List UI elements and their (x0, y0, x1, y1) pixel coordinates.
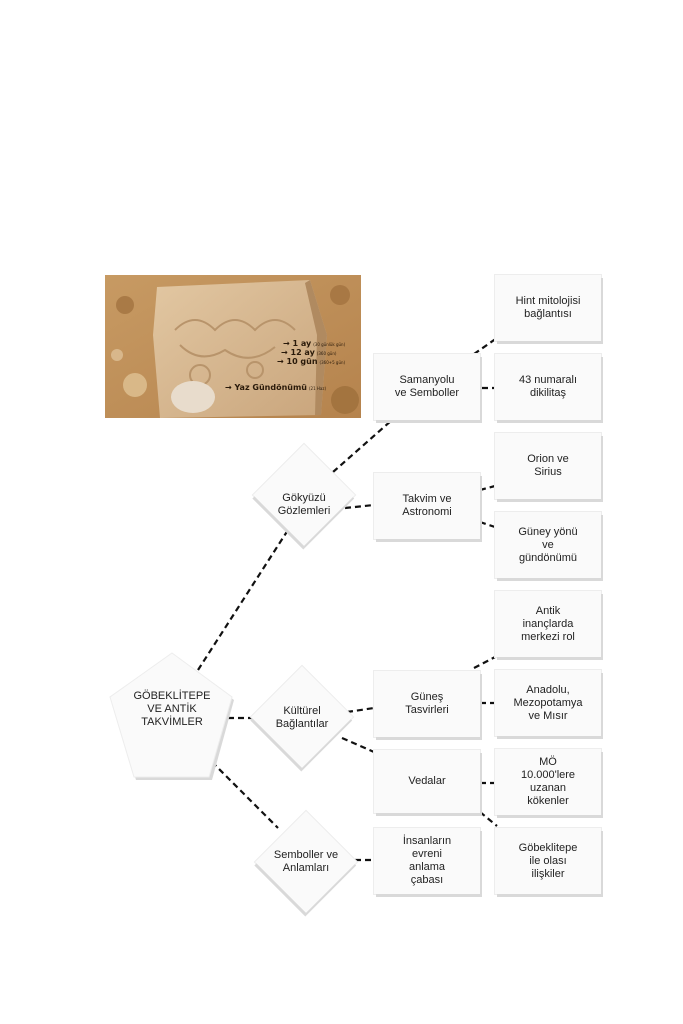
branch-gokyuzu: Gökyüzü Gözlemleri (277, 492, 331, 517)
stone-photo: → 1 ay(30 günlük gün) → 12 ay(360 gün) →… (105, 275, 361, 418)
photo-label-3: → 10 gün(360+5 gün) (277, 357, 346, 366)
photo-label-4: → Yaz Gündönümü(21 Haz) (225, 383, 327, 392)
node-vedalar: Vedalar (374, 750, 480, 813)
connector-gunes-antik (473, 655, 498, 669)
leaf-orion: Orion ve Sirius (495, 433, 601, 499)
branch-kulturel: Kültürel Bağlantılar (275, 705, 329, 730)
connector-root-gokyuzu (197, 529, 289, 671)
leaf-antik: Antik inançlarda merkezi rol (495, 591, 601, 657)
stone-photo-illustration (105, 275, 361, 418)
connector-kulturel-gunes (346, 706, 375, 714)
node-insanlarin: İnsanların evreni anlama çabası (374, 828, 480, 894)
connector-gokyuzu-takvim (344, 503, 375, 510)
leaf-gobeklitepe: Göbeklitepe ile olası ilişkiler (495, 828, 601, 894)
node-takvim: Takvim ve Astronomi (374, 473, 480, 539)
leaf-guney: Güney yönü ve gündönümü (495, 512, 601, 578)
connector-takvim-guney (479, 520, 496, 529)
root-pentagon-shape (109, 652, 234, 780)
connector-takvim-orion (479, 484, 496, 492)
node-samanyolu: Samanyolu ve Semboller (374, 354, 480, 420)
connector-kulturel-vedalar (341, 736, 375, 754)
connector-samanyolu-hint (473, 337, 498, 355)
root-node: GÖBEKLİTEPE VE ANTİK TAKVİMLER (108, 652, 236, 784)
leaf-anadolu: Anadolu, Mezopotamya ve Mısır (495, 670, 601, 736)
leaf-hint: Hint mitolojisi bağlantısı (495, 275, 601, 341)
connector-vedalar-gobeklitepe (479, 811, 498, 827)
photo-label-1: → 1 ay(30 günlük gün) (283, 339, 346, 348)
leaf-mo: MÖ 10.000'lere uzanan kökenler (495, 749, 601, 815)
connector-root-semboller (211, 761, 279, 829)
connector-gokyuzu-samanyolu (332, 419, 393, 473)
node-gunes: Güneş Tasvirleri (374, 671, 480, 737)
branch-semboller: Semboller ve Anlamları (273, 849, 339, 874)
photo-label-2: → 12 ay(360 gün) (281, 348, 337, 357)
root-label: GÖBEKLİTEPE VE ANTİK TAKVİMLER (133, 690, 211, 728)
leaf-dikilitas: 43 numaralı dikilitaş (495, 354, 601, 420)
